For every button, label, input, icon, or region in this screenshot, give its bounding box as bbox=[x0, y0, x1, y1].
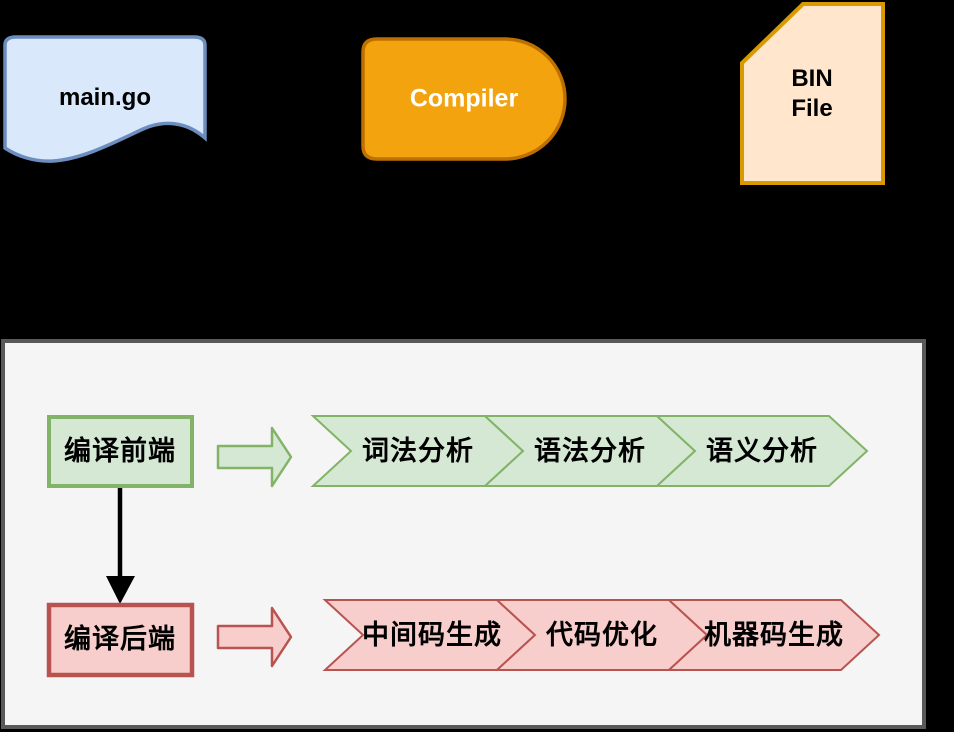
frontend-stage-label-2: 语法分析 bbox=[534, 436, 646, 467]
source-file-label: main.go bbox=[58, 84, 152, 111]
backend-stage-chevron-3 bbox=[666, 599, 881, 671]
connector-arrowhead-icon bbox=[106, 576, 135, 604]
frontend-block-arrow-icon bbox=[216, 426, 293, 488]
backend-box bbox=[46, 602, 195, 678]
compiler-label: Compiler bbox=[409, 84, 519, 113]
backend-box-label: 编译后端 bbox=[64, 624, 176, 655]
compiler-node bbox=[361, 37, 567, 161]
frontend-box-label: 编译前端 bbox=[64, 436, 176, 467]
frontend-stage-label-1: 词法分析 bbox=[362, 436, 474, 467]
bin-file-label: BIN File bbox=[791, 64, 832, 124]
frontend-box bbox=[47, 415, 194, 488]
backend-stage-label-3: 机器码生成 bbox=[704, 620, 844, 651]
bin-file-label-line2: File bbox=[791, 95, 833, 122]
bin-file-node bbox=[740, 1, 885, 185]
source-file-node bbox=[3, 35, 207, 163]
backend-stage-label-1: 中间码生成 bbox=[362, 620, 502, 651]
frontend-stage-chevron-3 bbox=[654, 415, 869, 487]
bin-file-label-line1: BIN bbox=[791, 65, 833, 92]
frontend-stage-label-3: 语义分析 bbox=[706, 436, 818, 467]
backend-block-arrow-icon bbox=[216, 606, 293, 668]
backend-stage-label-2: 代码优化 bbox=[546, 620, 658, 651]
